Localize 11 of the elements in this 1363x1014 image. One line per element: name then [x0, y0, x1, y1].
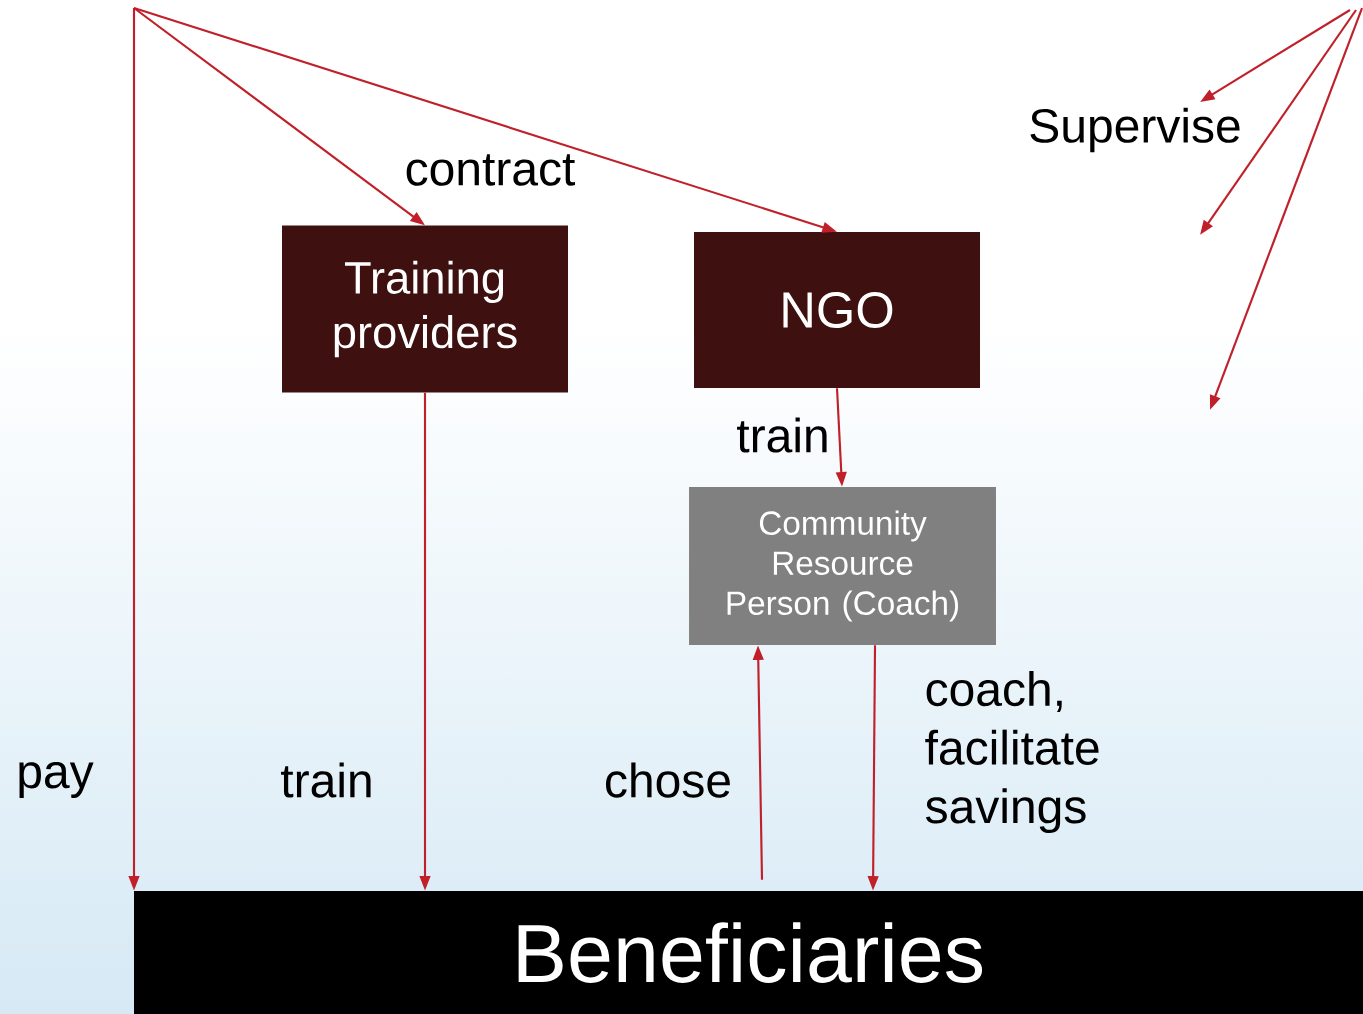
edge-label: train	[281, 762, 371, 798]
edge-label: train	[737, 417, 827, 453]
edge-label: pay	[19, 762, 94, 798]
process-box: Community Resource Person (Coach)	[689, 487, 996, 645]
process-box: Training providers	[282, 225, 568, 393]
edge-label: contract	[406, 154, 575, 186]
process-box: NGO	[694, 232, 980, 388]
label: Supervise	[1030, 107, 1240, 153]
edge-label: chose	[606, 762, 730, 798]
edge-label: coach, facilitate savings	[925, 671, 1099, 834]
process-box: Beneficiaries	[133, 891, 1363, 1014]
